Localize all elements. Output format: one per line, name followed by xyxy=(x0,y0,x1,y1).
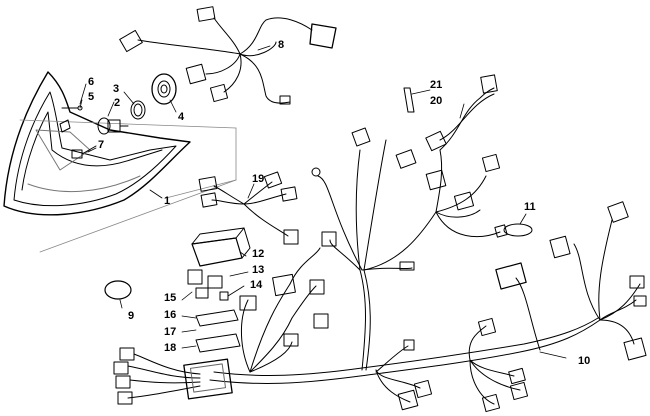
callout-17: 17 xyxy=(164,326,177,338)
fuse-block xyxy=(183,358,233,400)
callout-11: 11 xyxy=(524,201,536,213)
fuse-strip xyxy=(195,309,241,353)
callout-4: 4 xyxy=(178,111,185,123)
sensor-pad xyxy=(494,223,533,238)
callout-9: 9 xyxy=(128,310,135,322)
headlight-explode-frame xyxy=(19,119,237,253)
callout-8: 8 xyxy=(278,39,285,51)
callout-18: 18 xyxy=(164,342,177,354)
headlight-bulb xyxy=(97,117,129,135)
bulb-retaining-spring xyxy=(130,100,146,120)
relay xyxy=(187,269,229,301)
callout-19: 19 xyxy=(252,173,265,185)
position-bulb xyxy=(59,119,71,133)
adjusting-screw xyxy=(61,105,83,111)
callout-7: 7 xyxy=(98,139,105,151)
callout-20: 20 xyxy=(430,95,443,107)
callout-21: 21 xyxy=(430,79,443,91)
callout-14: 14 xyxy=(250,279,263,291)
callout-16: 16 xyxy=(164,309,177,321)
relay-cover xyxy=(191,227,251,267)
callout-15: 15 xyxy=(164,292,177,304)
headlight-harness xyxy=(119,6,337,105)
callout-13: 13 xyxy=(252,264,265,276)
callout-6: 6 xyxy=(88,76,95,88)
sensor-harness xyxy=(403,87,495,141)
accessory-harness xyxy=(198,171,299,245)
circlip xyxy=(104,280,132,300)
headlight-housing xyxy=(3,71,191,216)
rubber-grommet xyxy=(151,73,177,105)
callout-3: 3 xyxy=(113,83,120,95)
headlight-connector xyxy=(71,145,97,159)
callout-5: 5 xyxy=(88,91,95,103)
callout-10: 10 xyxy=(578,355,591,367)
callout-2: 2 xyxy=(114,97,121,109)
callout-12: 12 xyxy=(252,248,265,260)
callout-1: 1 xyxy=(164,195,171,207)
callout-leaders xyxy=(79,45,567,359)
main-wiring-harness xyxy=(127,87,641,405)
